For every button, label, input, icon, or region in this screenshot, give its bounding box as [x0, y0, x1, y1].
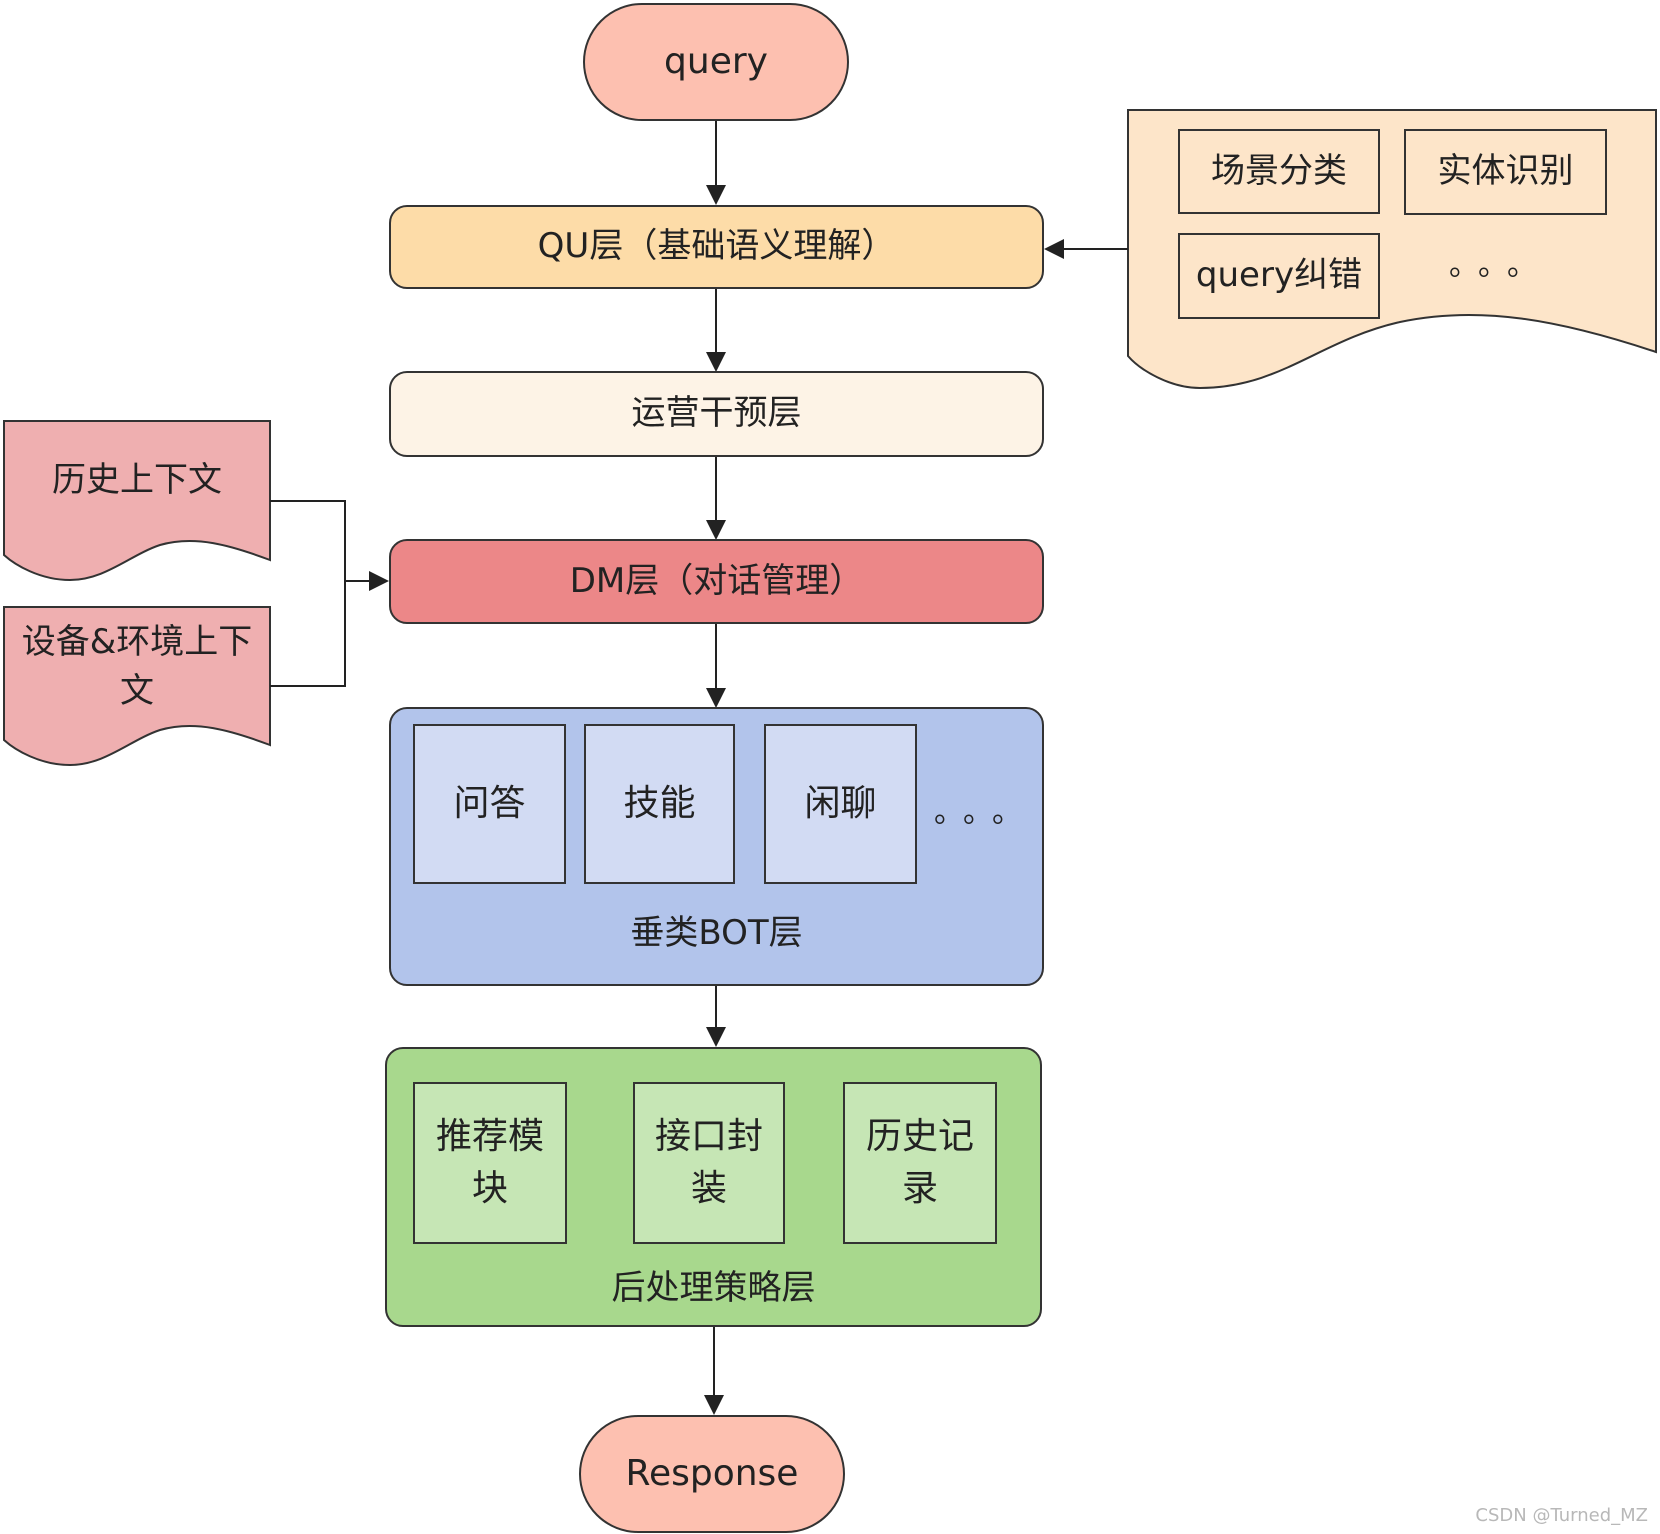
- ops-intervention-label: 运营干预层: [631, 393, 802, 434]
- post-item-label: 推荐模块: [435, 1115, 544, 1209]
- bot-item-label: 闲聊: [804, 782, 877, 824]
- vertical-bot-layer-node: 问答 技能 闲聊 。。。 垂类BOT层: [389, 707, 1044, 986]
- response-label: Response: [625, 1452, 799, 1494]
- dm-layer-label: DM层（对话管理）: [569, 560, 864, 601]
- post-item-recommendation: 推荐模块: [413, 1082, 567, 1244]
- history-context-document: [3, 420, 271, 582]
- bot-item-qa: 问答: [413, 724, 566, 884]
- device-environment-context-document: [3, 606, 271, 767]
- qu-resource-entity-recognition: 实体识别: [1404, 129, 1607, 215]
- ops-intervention-layer-node: 运营干预层: [389, 371, 1044, 457]
- qu-resource-query-correction: query纠错: [1178, 233, 1380, 319]
- qu-layer-node: QU层（基础语义理解）: [389, 205, 1044, 289]
- watermark: CSDN @Turned_MZ: [1475, 1505, 1648, 1526]
- post-layer-title: 后处理策略层: [611, 1268, 816, 1309]
- post-item-history-record: 历史记录: [843, 1082, 997, 1244]
- device-environment-context-label: 设备&环境上下文: [21, 621, 253, 711]
- bot-item-chitchat: 闲聊: [764, 724, 917, 884]
- query-label: query: [664, 40, 768, 82]
- post-item-api-wrapper: 接口封装: [633, 1082, 785, 1244]
- history-context-label: 历史上下文: [52, 460, 222, 501]
- post-processing-layer-node: 推荐模块 接口封装 历史记录 后处理策略层: [385, 1047, 1042, 1327]
- response-end-node: Response: [579, 1415, 845, 1533]
- bot-item-skill: 技能: [584, 724, 735, 884]
- qu-resource-scene-classification: 场景分类: [1178, 129, 1380, 214]
- post-item-label: 历史记录: [865, 1115, 974, 1209]
- bot-item-label: 技能: [623, 782, 696, 824]
- bot-item-label: 问答: [453, 782, 526, 824]
- connector-history-context: [270, 500, 346, 581]
- qu-resource-more-ellipsis: 。。。: [1449, 248, 1551, 283]
- bot-more-ellipsis: 。。。: [934, 795, 1036, 830]
- connector-device-context: [270, 581, 346, 687]
- bot-layer-title: 垂类BOT层: [630, 913, 803, 954]
- post-item-label: 接口封装: [654, 1115, 763, 1209]
- dm-layer-node: DM层（对话管理）: [389, 539, 1044, 624]
- query-start-node: query: [583, 3, 849, 121]
- qu-layer-label: QU层（基础语义理解）: [537, 226, 896, 267]
